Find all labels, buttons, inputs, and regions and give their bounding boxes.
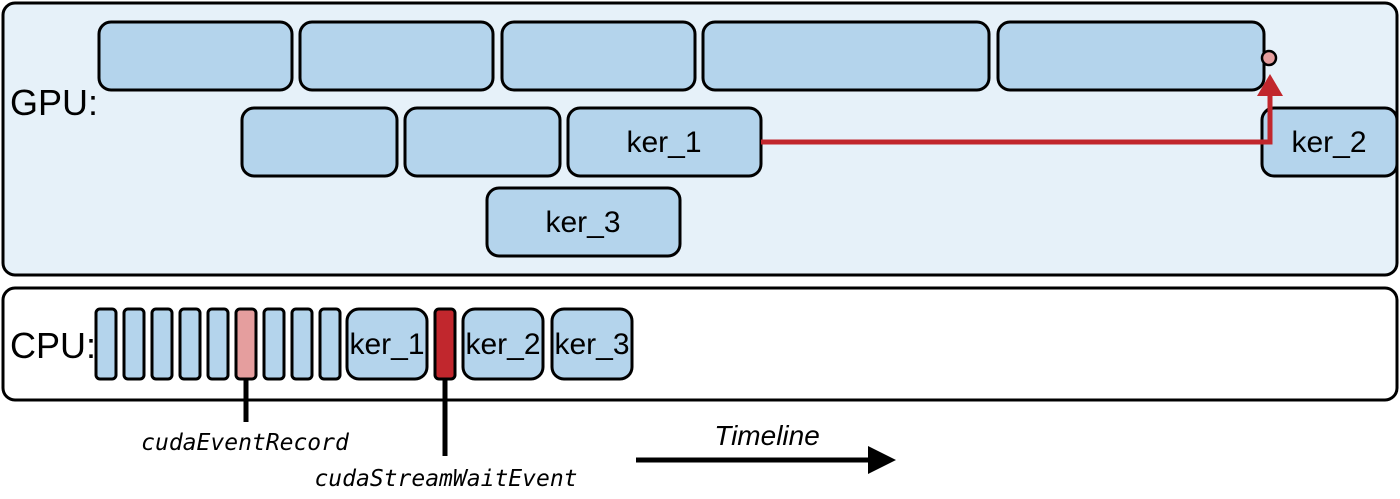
cpu-launch bbox=[150, 307, 174, 381]
stream-wait-annotation: cudaStreamWaitEvent bbox=[314, 466, 577, 492]
gpu-kernel-ker-3 bbox=[485, 186, 682, 258]
cpu-kernel-ker-2-label: ker_2 bbox=[465, 328, 540, 361]
gpu-kernel-ker-2-label: ker_2 bbox=[1291, 126, 1366, 159]
dependency-arrow-head bbox=[1257, 74, 1283, 96]
gpu-kernel-ker-1-label: ker_1 bbox=[626, 126, 701, 159]
gpu-stream-3: ker_3 bbox=[485, 186, 682, 258]
gpu-block bbox=[500, 20, 697, 92]
gpu-block bbox=[996, 20, 1266, 92]
timeline-arrow-icon bbox=[636, 446, 896, 474]
cpu-stream-wait-event bbox=[433, 307, 457, 381]
event-point-icon bbox=[1260, 49, 1278, 67]
gpu-block bbox=[240, 106, 399, 178]
cpu-kernel-ker-1-label: ker_1 bbox=[349, 328, 424, 361]
cpu-launch bbox=[262, 307, 286, 381]
cpu-launch bbox=[94, 307, 118, 381]
gpu-block bbox=[701, 20, 991, 92]
cpu-launch bbox=[206, 307, 230, 381]
cpu-kernel-ker-2 bbox=[461, 307, 545, 381]
cpu-label: CPU: bbox=[10, 325, 96, 366]
timeline-label: Timeline bbox=[714, 420, 820, 451]
cpu-launch bbox=[290, 307, 314, 381]
cpu-launch-queue: ker_1 ker_2 ker_3 bbox=[94, 307, 634, 381]
dependency-arrow bbox=[761, 49, 1283, 145]
gpu-block bbox=[97, 20, 294, 92]
gpu-kernel-ker-3-label: ker_3 bbox=[545, 206, 620, 239]
cpu-launch bbox=[318, 307, 342, 381]
gpu-block bbox=[298, 20, 495, 92]
cpu-kernel-ker-3 bbox=[550, 307, 634, 381]
dependency-arrow-line bbox=[761, 96, 1273, 145]
cpu-launch bbox=[122, 307, 146, 381]
cpu-kernel-ker-1 bbox=[345, 307, 429, 381]
event-record-annotation: cudaEventRecord bbox=[141, 430, 350, 456]
gpu-label: GPU: bbox=[10, 82, 98, 123]
cpu-event-record bbox=[234, 307, 258, 381]
cpu-launch bbox=[178, 307, 202, 381]
cpu-kernel-ker-3-label: ker_3 bbox=[554, 328, 629, 361]
gpu-stream-1 bbox=[97, 20, 1266, 92]
gpu-block bbox=[403, 106, 562, 178]
